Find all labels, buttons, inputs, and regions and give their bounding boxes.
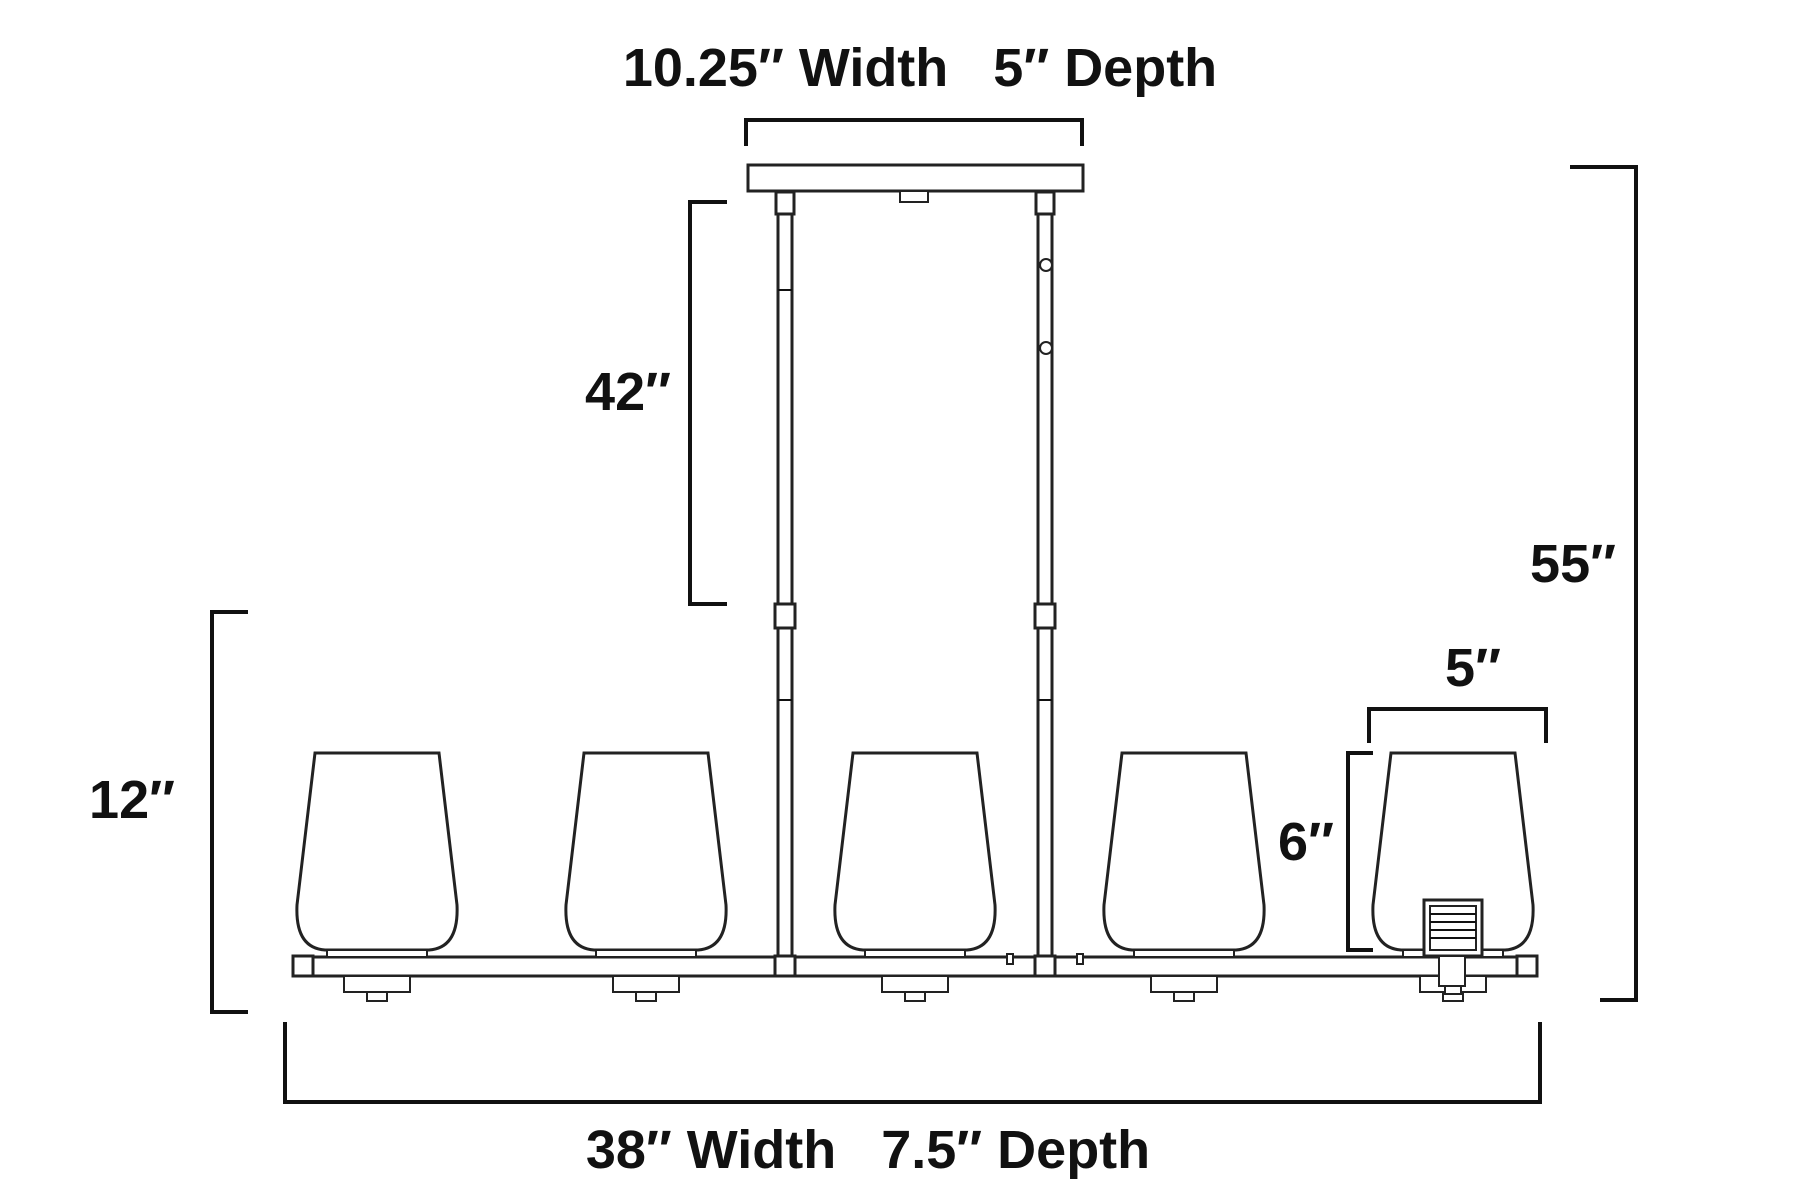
glass-shade [564, 751, 728, 1002]
overall-height-bracket [1570, 165, 1638, 1002]
suspension-rod-left [773, 190, 797, 958]
shade-height-label: 6″ [1278, 812, 1334, 872]
ceiling-canopy [746, 163, 1085, 203]
exposed-bulb-socket [1422, 898, 1484, 995]
fixture-height-label: 12″ [89, 770, 175, 830]
overall-width-bracket [283, 1022, 1542, 1104]
glass-shade [295, 751, 459, 1002]
glass-shade [1102, 751, 1266, 1002]
fixture-bar [291, 953, 1539, 978]
canopy-dimension-label: 10.25″ Width 5″ Depth [623, 38, 1217, 98]
fixture-height-bracket [210, 610, 248, 1014]
shade-height-bracket [1346, 751, 1373, 952]
shade-width-label: 5″ [1445, 638, 1501, 698]
rod-length-label: 42″ [585, 362, 671, 422]
overall-height-label: 55″ [1530, 534, 1616, 594]
glass-shades [295, 751, 1535, 1002]
shade-width-bracket [1367, 707, 1548, 743]
canopy-width-bracket [744, 118, 1084, 146]
overall-width-dimension-label: 38″ Width 7.5″ Depth [586, 1120, 1150, 1180]
suspension-rod-right [1033, 190, 1057, 958]
glass-shade [833, 751, 997, 1002]
rod-length-bracket [688, 200, 727, 606]
